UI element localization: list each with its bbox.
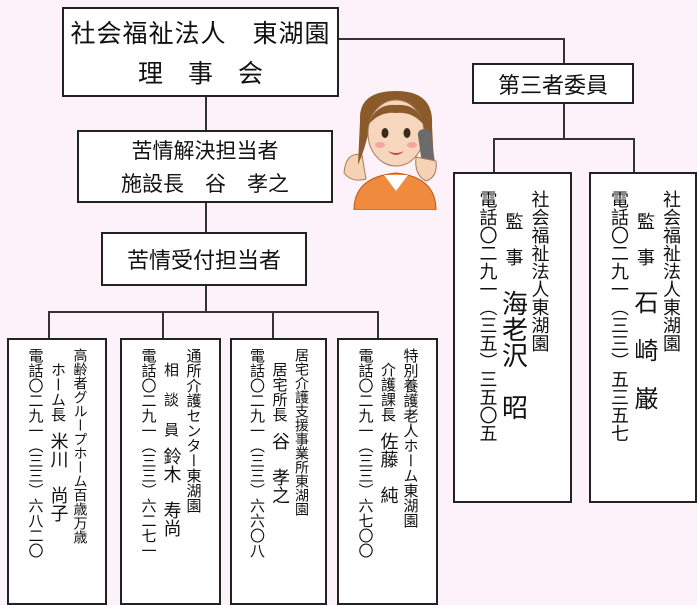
complaint-reception-box: 苦情受付担当者 [101, 232, 307, 286]
committee-2-name: 石 崎 巌 [630, 290, 658, 410]
connector-reception-down [205, 285, 207, 312]
unit-1-role: ホーム長 [49, 362, 67, 422]
unit-3-phone: 電話〇二九一（三三）六六〇八 [248, 348, 266, 558]
committee-1-center: 監 事 海老沢 昭 [497, 190, 528, 420]
committee-2-center: 監 事 石 崎 巌 [630, 190, 658, 410]
unit-2-role: 相 談 員 [162, 362, 180, 437]
unit-2-center: 相 談 員 鈴木 寿尚 [160, 348, 182, 537]
unit-box-2: 通所介護センター東湖園 相 談 員 鈴木 寿尚 電話〇二九一（三三）六二七一 [120, 338, 221, 605]
connector-unit-1 [48, 311, 50, 338]
unit-4-role: 介護課長 [379, 362, 397, 422]
unit-box-3: 居宅介護支援事業所東湖園 居宅所長 谷 孝之 電話〇二九一（三三）六六〇八 [230, 338, 327, 605]
complaint-resolution-title: 苦情解決担当者 [131, 139, 279, 163]
board-title: 理 事 会 [137, 59, 263, 88]
unit-1-org: 高齢者グループホーム百歳万歳 [71, 348, 88, 544]
unit-3-role: 居宅所長 [270, 362, 289, 422]
connector-unit-2 [162, 311, 164, 338]
connector-units-branch [48, 311, 378, 313]
committee-2-phone: 電話〇二九一（三三）五三五七 [608, 190, 629, 442]
unit-box-1: 高齢者グループホーム百歳万歳 ホーム長 米川 尚子 電話〇二九一（三三）六八二〇 [7, 338, 107, 605]
complaint-reception-title: 苦情受付担当者 [126, 249, 281, 274]
committee-box-2: 社会福祉法人東湖園 監 事 石 崎 巌 電話〇二九一（三三）五三五七 [589, 172, 697, 503]
committee-1-phone: 電話〇二九一（三五）三五〇五 [476, 190, 498, 442]
unit-1-phone: 電話〇二九一（三三）六八二〇 [26, 348, 45, 558]
connector-unit-3 [272, 311, 274, 338]
connector-top-to-committee [338, 38, 564, 40]
unit-4-center: 介護課長 佐藤 純 [377, 348, 399, 504]
unit-2-name: 鈴木 寿尚 [160, 447, 182, 537]
connector-committee-down [563, 103, 565, 139]
third-party-title: 第三者委員 [497, 73, 608, 99]
connector-committee-branch [493, 138, 634, 140]
unit-2-org: 通所介護センター東湖園 [184, 348, 203, 513]
committee-1-name: 海老沢 昭 [497, 290, 528, 420]
unit-4-org: 特別養護老人ホーム東湖園 [401, 348, 420, 528]
connector-committee-left [493, 138, 495, 172]
board-org-name: 社会福祉法人 東湖園 [70, 19, 331, 48]
unit-box-4: 特別養護老人ホーム東湖園 介護課長 佐藤 純 電話〇二九一（三三）六七〇〇 [337, 338, 438, 605]
committee-1-role: 監 事 [502, 212, 524, 266]
connector-committee-drop [563, 38, 565, 64]
unit-3-org: 居宅介護支援事業所東湖園 [293, 348, 309, 516]
complaint-resolution-person: 施設長 谷 孝之 [121, 172, 289, 196]
board-of-directors-box: 社会福祉法人 東湖園 理 事 会 [62, 7, 339, 97]
unit-4-name: 佐藤 純 [377, 432, 399, 504]
unit-1-name: 米川 尚子 [47, 432, 69, 522]
connector-committee-right [633, 138, 635, 172]
committee-2-org: 社会福祉法人東湖園 [660, 190, 681, 352]
unit-3-center: 居宅所長 谷 孝之 [269, 348, 290, 504]
third-party-committee-box: 第三者委員 [472, 63, 634, 104]
committee-1-org: 社会福祉法人東湖園 [528, 190, 550, 352]
connector-top-to-resolution [205, 96, 207, 130]
unit-2-phone: 電話〇二九一（三三）六二七一 [139, 348, 158, 558]
connector-unit-4 [377, 311, 379, 338]
connector-resolution-to-reception [205, 202, 207, 232]
unit-4-phone: 電話〇二九一（三三）六七〇〇 [356, 348, 375, 558]
receptionist-illustration [343, 91, 437, 210]
unit-3-name: 谷 孝之 [269, 432, 290, 504]
committee-2-role: 監 事 [634, 212, 655, 266]
complaint-resolution-box: 苦情解決担当者 施設長 谷 孝之 [77, 130, 333, 203]
committee-box-1: 社会福祉法人東湖園 監 事 海老沢 昭 電話〇二九一（三五）三五〇五 [453, 172, 572, 503]
unit-1-center: ホーム長 米川 尚子 [47, 348, 69, 522]
